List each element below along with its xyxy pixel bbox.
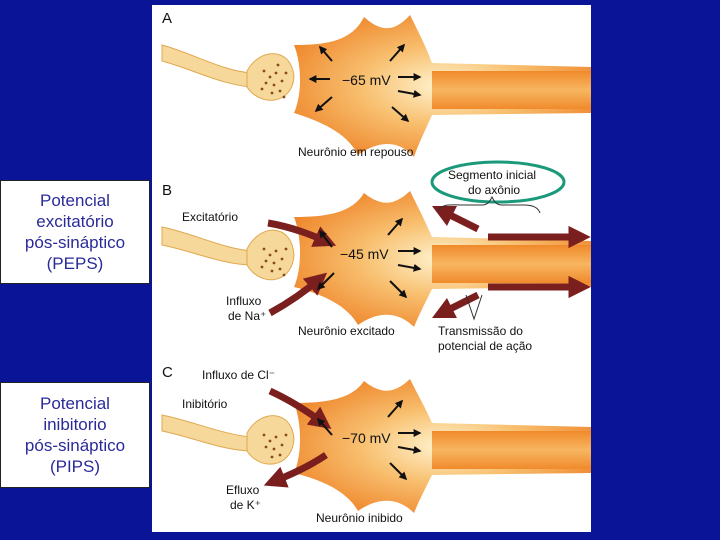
panel-a-presynaptic-axon (161, 44, 253, 88)
panel-b-axon-segment-line1: Segmento inicial (448, 168, 536, 182)
panel-a-voltage: −65 mV (342, 72, 391, 88)
panel-a-vesicles (260, 63, 288, 99)
panel-c-axon (432, 431, 591, 469)
peps-label-box: Potencial excitatório pós-sináptico (PEP… (0, 180, 150, 284)
neuron-diagram: A −65 mV Neurônio em repouso B Excitatór… (161, 10, 591, 525)
panel-c-efflux-line1: Efluxo (226, 483, 260, 497)
panel-b-axon-segment-highlight (430, 160, 566, 204)
panel-b-na-influx-arrows (267, 219, 337, 317)
pips-label: Potencial inibitorio pós-sináptico (PIPS… (24, 394, 126, 476)
panel-c-vesicles (262, 433, 288, 459)
panel-b-axon (432, 245, 591, 283)
panel-c-efflux-line2: de K⁺ (230, 498, 261, 512)
panel-b-vesicles (260, 247, 288, 277)
panel-b-caption: Neurônio excitado (298, 324, 395, 338)
panel-a-letter: A (162, 10, 172, 27)
panel-a-caption: Neurônio em repouso (298, 145, 414, 159)
panel-b-current-arrows (316, 217, 422, 299)
peps-label: Potencial excitatório pós-sináptico (PEP… (24, 191, 126, 273)
panel-b-synapse-label: Excitatório (182, 210, 238, 224)
panel-b-letter: B (162, 182, 172, 199)
panel-b-voltage: −45 mV (340, 246, 389, 262)
panel-c-synapse-label: Inibitório (182, 397, 228, 411)
panel-c-influx-label: Influxo de Cl⁻ (202, 368, 275, 382)
panel-c-presynaptic-axon (161, 414, 253, 452)
panel-b-axon-segment-line2: do axônio (468, 183, 520, 197)
panel-b-transmission-line2: potencial de ação (438, 339, 532, 353)
panel-b-influx-line2: de Na⁺ (228, 309, 266, 323)
panel-b-transmission-line1: Transmissão do (438, 324, 523, 338)
panel-b-influx-line1: Influxo (226, 294, 262, 308)
panel-c-caption: Neurônio inibido (316, 511, 403, 525)
panel-c-current-arrows (316, 399, 422, 481)
panel-c: C Influxo de Cl⁻ Inibitório −70 mV Eflux… (161, 364, 591, 525)
panel-a: A −65 mV Neurônio em repouso (161, 10, 591, 159)
panel-c-voltage: −70 mV (342, 430, 391, 446)
panel-a-axon (432, 71, 591, 109)
panel-b-axon-segment-brace (437, 195, 541, 214)
pips-label-box: Potencial inibitorio pós-sináptico (PIPS… (0, 382, 150, 488)
panel-b: B Excitatório −45 mV (161, 160, 591, 353)
panel-b-action-potential-arrows (431, 205, 591, 319)
neuron-figure: A −65 mV Neurônio em repouso B Excitatór… (152, 5, 591, 532)
panel-a-current-arrows (308, 43, 422, 123)
panel-b-presynaptic-axon (161, 226, 253, 266)
panel-c-letter: C (162, 364, 173, 381)
panel-b-transmission-pointer (465, 294, 483, 321)
